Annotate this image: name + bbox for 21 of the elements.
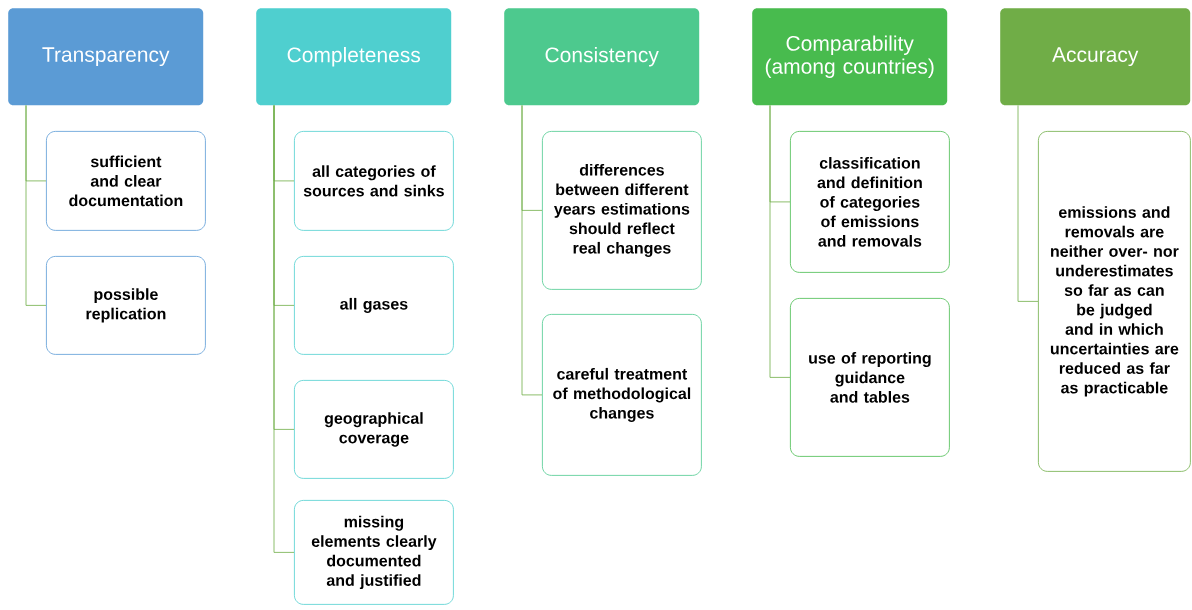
criterion-box: careful treatment of methodological changes — [542, 314, 702, 476]
criterion-box: possible replication — [46, 256, 206, 355]
criterion-box: missing elements clearly documented and justified — [294, 500, 454, 605]
connector-line — [25, 105, 47, 306]
criterion-box: sufficient and clear documentation — [46, 131, 206, 231]
criterion-box: classification and definition of categories of emissions and removals — [790, 131, 950, 273]
criterion-box: emissions and removals are neither over- nor underestimates so far as can be judged and in which uncertainties are reduced as far as practicable — [1038, 131, 1191, 472]
connector-line — [769, 105, 791, 378]
category-header: Completeness — [256, 8, 452, 106]
category-header: Consistency — [504, 8, 700, 106]
criterion-box: all gases — [294, 256, 454, 355]
criterion-box: all categories of sources and sinks — [294, 131, 454, 231]
connector-line — [273, 105, 295, 553]
category-header: Transparency — [8, 8, 204, 106]
category-header: Accuracy — [1000, 8, 1191, 106]
connector-line — [521, 105, 543, 396]
category-header: Comparability (among countries) — [752, 8, 948, 106]
criterion-box: differences between different years estimations should reflect real changes — [542, 131, 702, 290]
criterion-box: use of reporting guidance and tables — [790, 298, 950, 457]
criterion-box: geographical coverage — [294, 380, 454, 479]
connector-line — [1017, 105, 1039, 302]
